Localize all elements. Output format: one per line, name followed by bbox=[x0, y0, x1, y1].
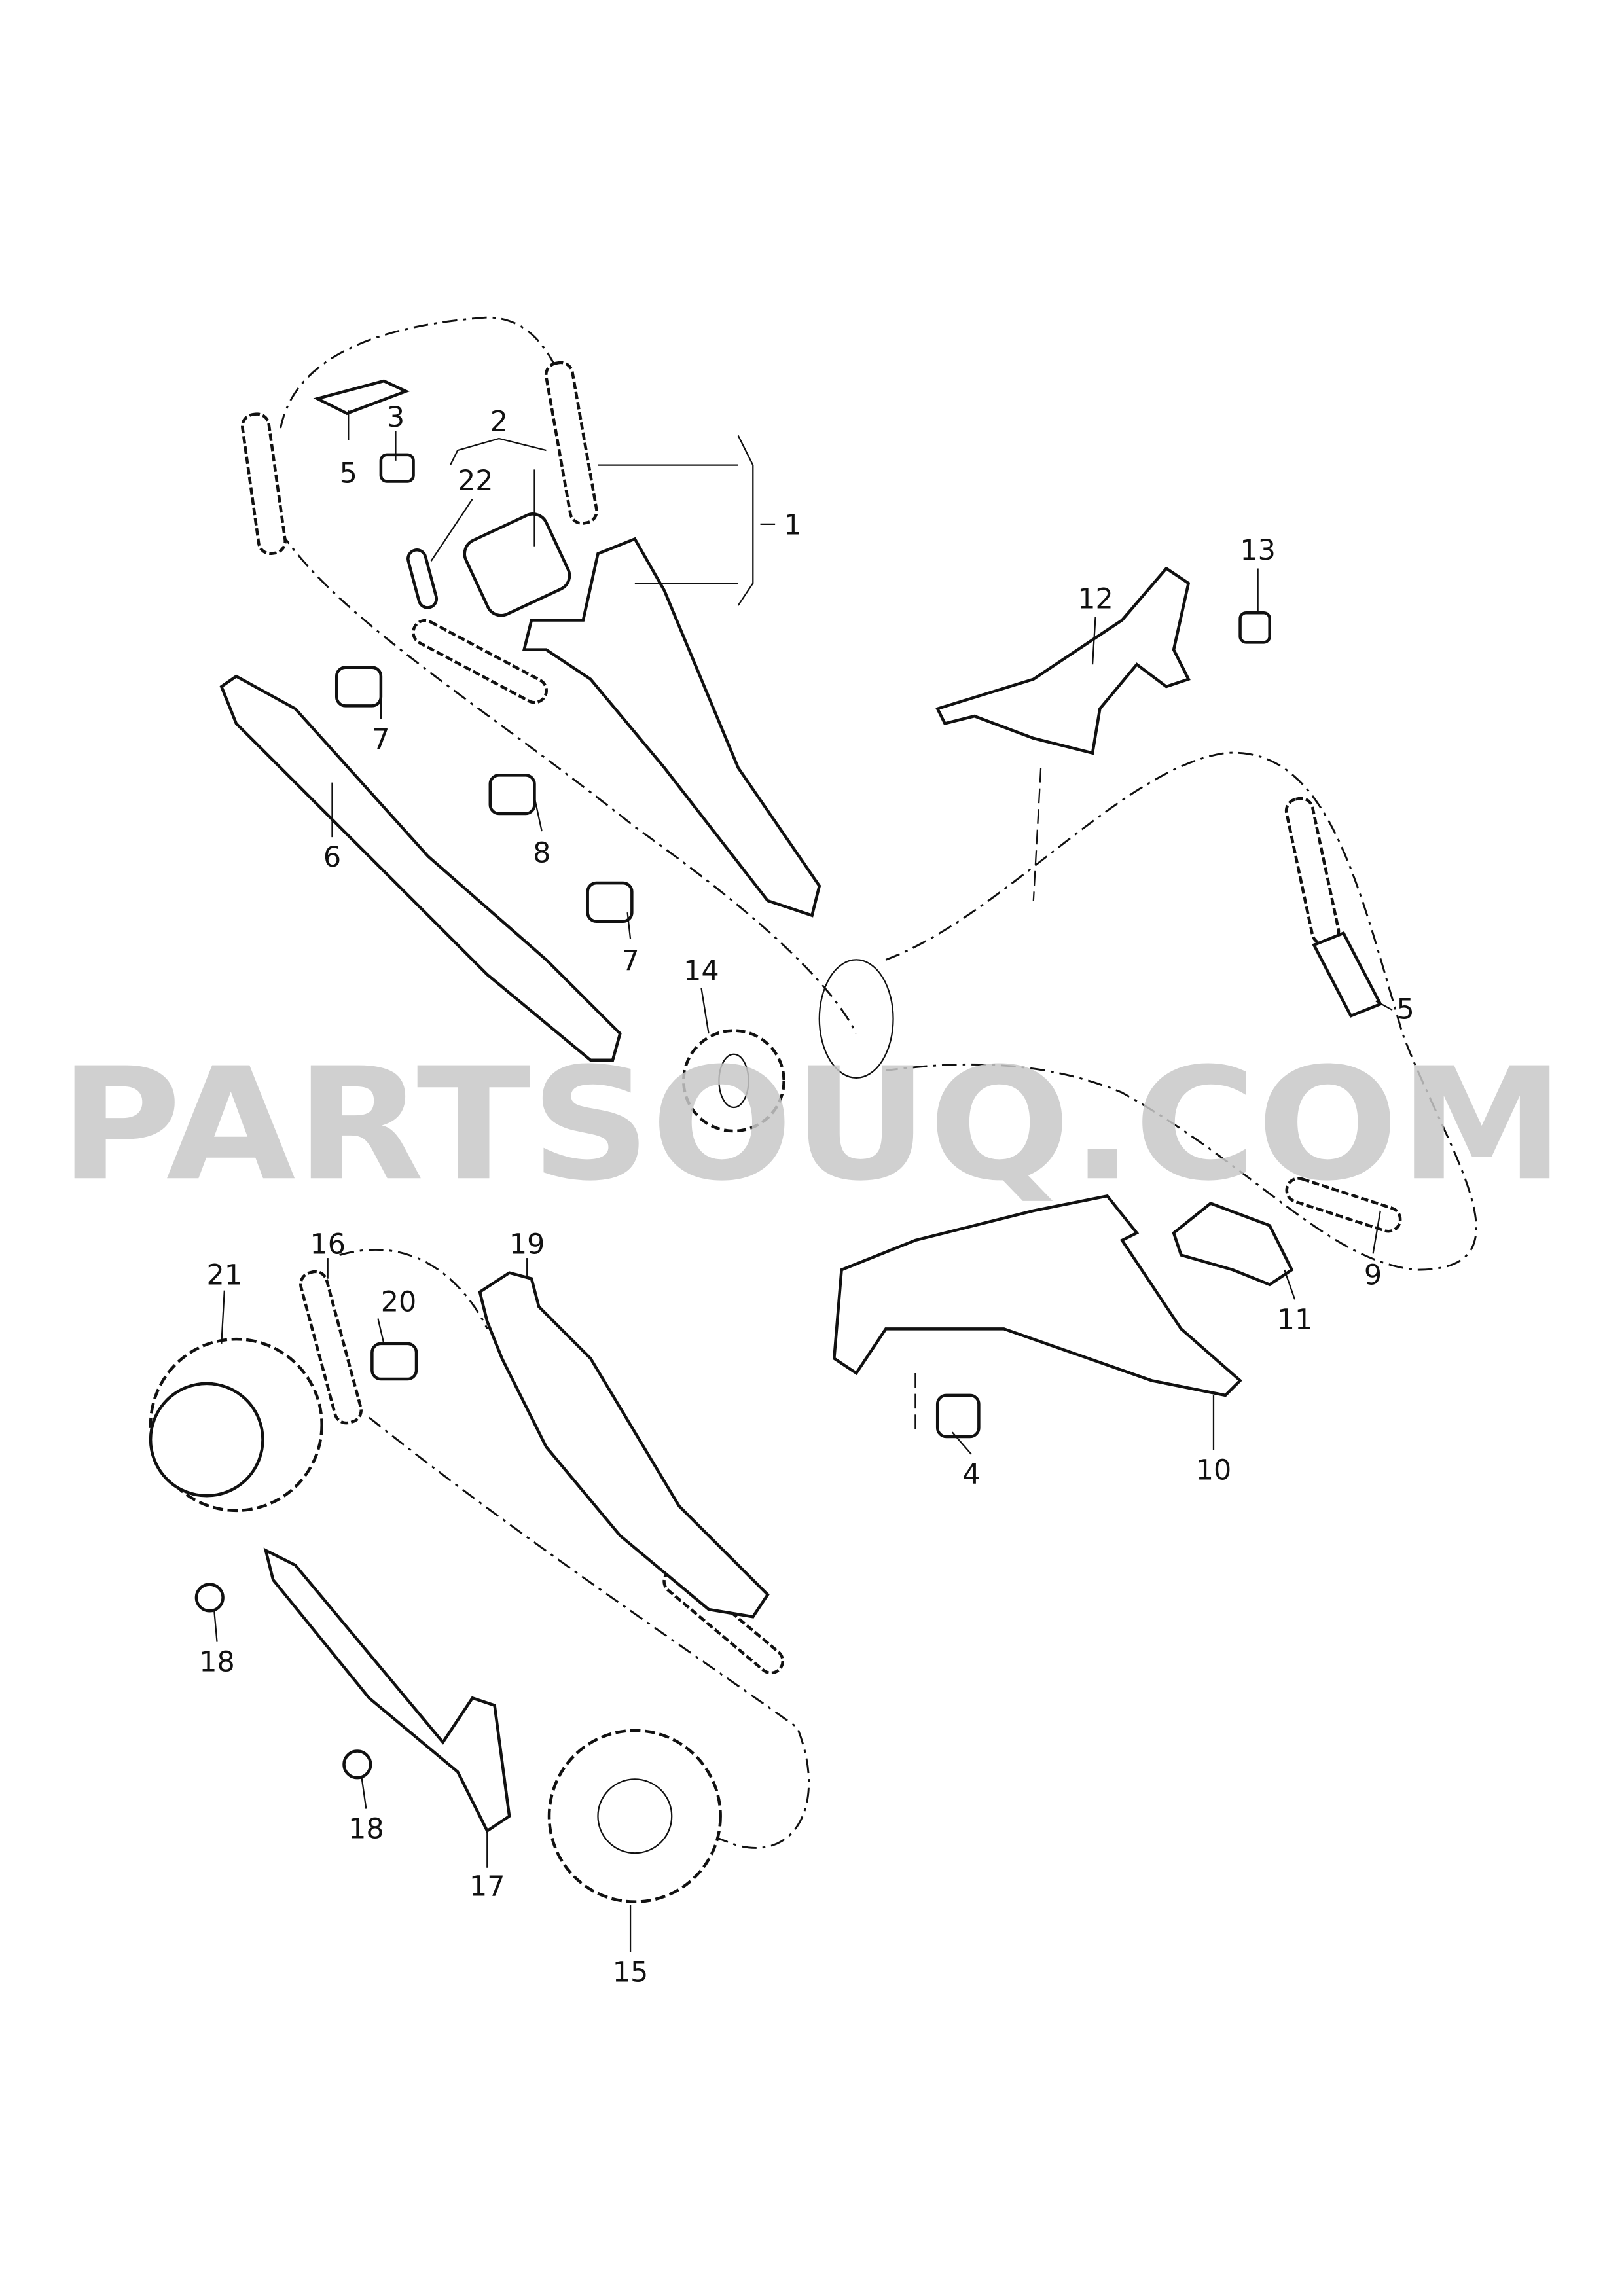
chain-segment bbox=[1285, 1177, 1402, 1233]
sprocket-14 bbox=[682, 1029, 785, 1133]
tensioner-11 bbox=[1172, 1202, 1294, 1287]
guide-rail-1 bbox=[522, 537, 821, 918]
pin-4 bbox=[935, 1393, 981, 1439]
crankshaft-sprocket-15 bbox=[547, 1729, 722, 1903]
leader-lines bbox=[213, 410, 1393, 1952]
tensioner-rail-19 bbox=[478, 1271, 770, 1619]
callout-20: 20 bbox=[381, 1285, 417, 1318]
callout-18: 18 bbox=[348, 1813, 384, 1846]
watermark: PARTSOUQ.COM bbox=[59, 1034, 1565, 1215]
callout-9: 9 bbox=[1364, 1259, 1382, 1292]
callout-6: 6 bbox=[323, 841, 341, 874]
lower-chain-loop bbox=[885, 751, 1477, 1271]
callout-16: 16 bbox=[310, 1228, 346, 1261]
callout-22: 22 bbox=[458, 465, 494, 497]
chain-segment bbox=[241, 412, 287, 556]
callout-7: 7 bbox=[372, 723, 389, 756]
guide-rail-17 bbox=[263, 1547, 511, 1833]
chain-tensioner-2 bbox=[463, 512, 571, 617]
callout-15: 15 bbox=[613, 1956, 649, 1988]
callout-3: 3 bbox=[387, 401, 405, 434]
callout-11: 11 bbox=[1277, 1303, 1313, 1336]
chain-segment bbox=[544, 361, 598, 525]
callout-2: 2 bbox=[490, 406, 508, 439]
chain-segment bbox=[1284, 797, 1341, 946]
camshaft-adjuster-21-hub bbox=[149, 1382, 264, 1498]
callout-8: 8 bbox=[533, 836, 550, 869]
callout-12: 12 bbox=[1077, 583, 1113, 615]
chain-segment bbox=[412, 619, 548, 704]
callout-18: 18 bbox=[199, 1646, 235, 1679]
seal-22 bbox=[406, 548, 439, 609]
tensioner-rail-10 bbox=[832, 1194, 1242, 1397]
bolt-13 bbox=[1238, 611, 1271, 644]
pin-8 bbox=[488, 774, 536, 816]
pin-7-lower bbox=[586, 881, 634, 923]
callout-1: 1 bbox=[784, 509, 802, 542]
callout-4: 4 bbox=[962, 1458, 980, 1491]
callout-21: 21 bbox=[207, 1259, 243, 1292]
crankshaft-sprocket-15-hub bbox=[597, 1778, 673, 1854]
guide-piece-5-right bbox=[1312, 931, 1383, 1018]
bolt-18-lower bbox=[342, 1749, 372, 1780]
callout-14: 14 bbox=[683, 955, 719, 988]
guide-piece-5-top bbox=[313, 379, 410, 416]
callout-5: 5 bbox=[1397, 994, 1415, 1026]
callout-10: 10 bbox=[1196, 1454, 1232, 1486]
chain-loop-end bbox=[818, 959, 894, 1079]
pin-20 bbox=[370, 1342, 418, 1381]
guide-rail-6 bbox=[219, 674, 622, 1062]
callout-13: 13 bbox=[1240, 534, 1276, 567]
callout-19: 19 bbox=[509, 1228, 545, 1261]
callout-7: 7 bbox=[621, 944, 639, 977]
callout-5: 5 bbox=[340, 457, 357, 490]
bolt-3 bbox=[379, 453, 415, 483]
sprocket-14-hub bbox=[718, 1053, 749, 1109]
bracket-12 bbox=[935, 566, 1191, 755]
callout-17: 17 bbox=[469, 1871, 505, 1903]
chain-segment bbox=[299, 1270, 363, 1425]
bolt-18-upper bbox=[194, 1583, 225, 1613]
pin-7-upper bbox=[334, 666, 383, 708]
